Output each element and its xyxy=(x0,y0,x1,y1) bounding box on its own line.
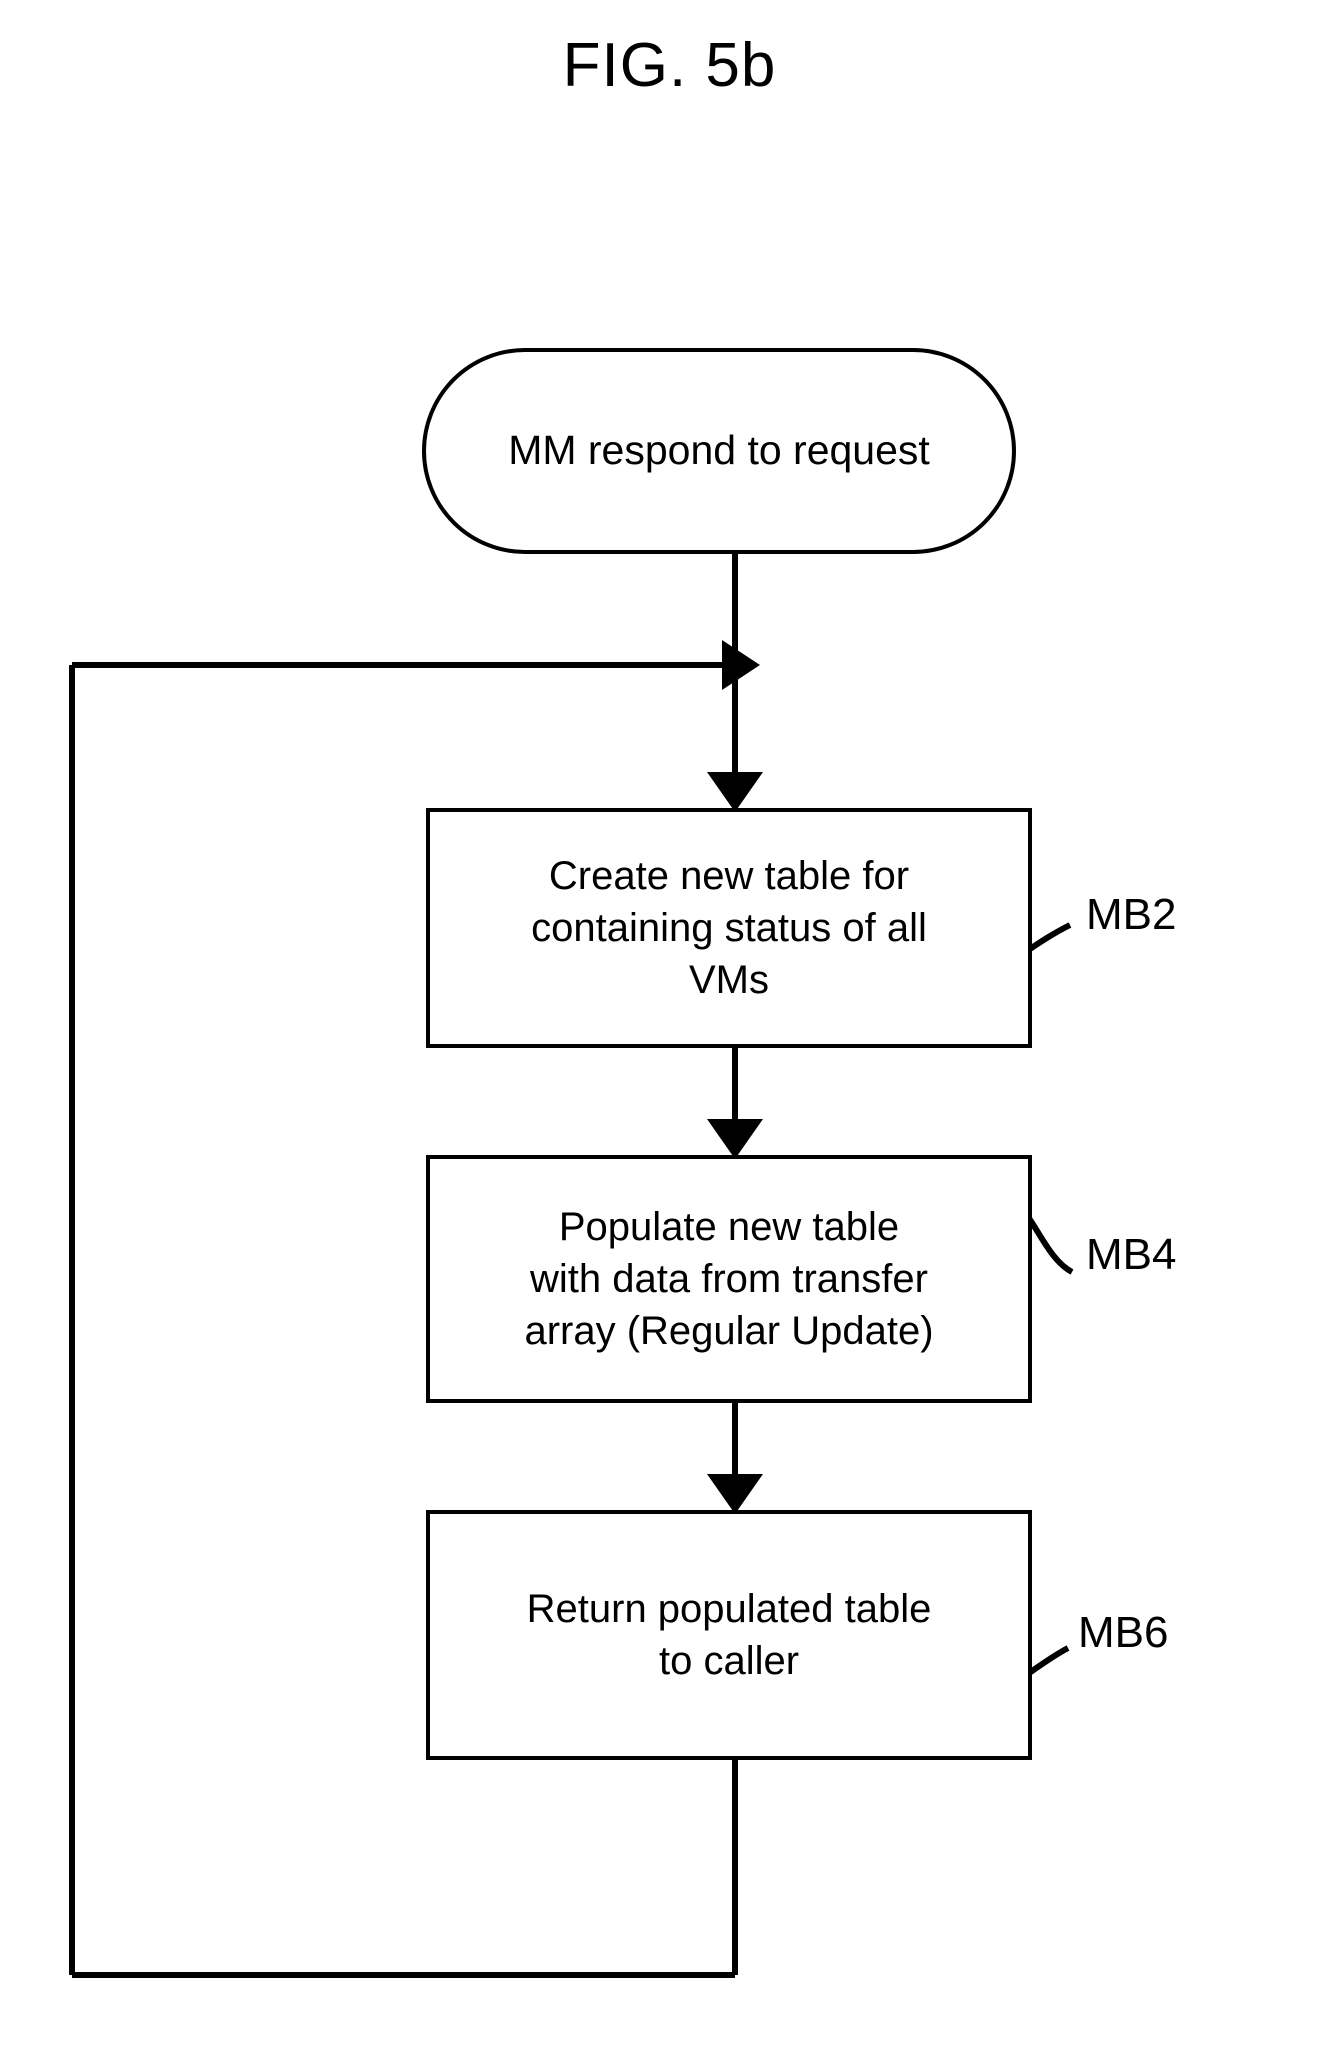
process-box-mb6[interactable]: Return populated table to caller xyxy=(426,1510,1032,1760)
process-box-mb2[interactable]: Create new table for containing status o… xyxy=(426,808,1032,1048)
arrowhead-to-mb6 xyxy=(707,1474,763,1514)
arrowhead-to-mb2 xyxy=(707,772,763,812)
node-label: Return populated table to caller xyxy=(526,1587,932,1683)
node-label: MM respond to request xyxy=(508,427,930,474)
reference-numeral-mb2: MB2 xyxy=(1086,890,1177,939)
terminator-mm-respond-to-request[interactable]: MM respond to request xyxy=(422,348,1016,554)
arrowhead-to-mb4 xyxy=(707,1119,763,1159)
arrowhead-feedback-right xyxy=(722,640,760,690)
reference-numeral-mb6: MB6 xyxy=(1078,1608,1169,1657)
node-label: Create new table for containing status o… xyxy=(531,854,927,1002)
process-box-mb4[interactable]: Populate new table with data from transf… xyxy=(426,1155,1032,1403)
reference-numeral-mb4: MB4 xyxy=(1086,1230,1177,1279)
figure-title: FIG. 5b xyxy=(562,31,777,100)
node-label: Populate new table with data from transf… xyxy=(524,1205,934,1353)
